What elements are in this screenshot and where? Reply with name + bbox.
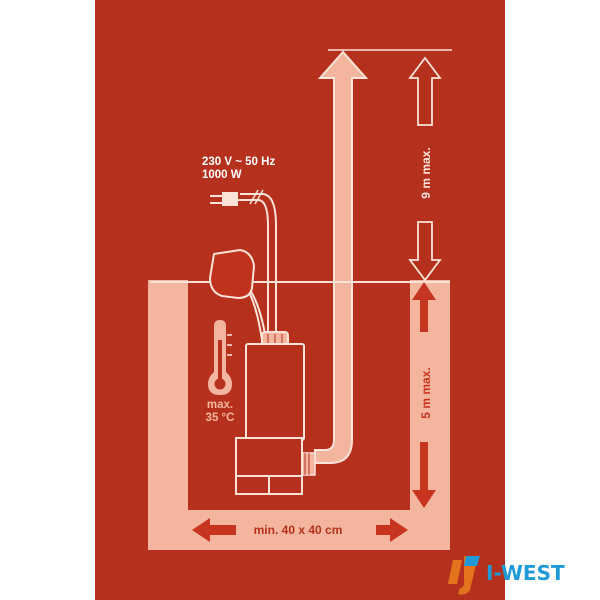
outlet-pipe [300, 50, 369, 476]
power-wattage-label: 1000 W [202, 169, 242, 181]
brand-logo: I-WEST [448, 556, 565, 595]
head-height-label: 9 m max. [419, 147, 433, 198]
temperature-max-label: max. [207, 399, 233, 411]
depth-dimension [412, 282, 436, 508]
pit-walls [148, 280, 450, 550]
logo-text: I-WEST [486, 561, 565, 585]
pit-size-label: min. 40 x 40 cm [254, 523, 343, 537]
depth-label: 5 m max. [419, 367, 433, 418]
pit-size-dimension [192, 518, 408, 542]
power-voltage-label: 230 V ~ 50 Hz [202, 156, 275, 168]
float-switch [208, 248, 267, 341]
thermometer-icon [208, 320, 232, 395]
power-cord [210, 189, 277, 338]
head-height-dimension [408, 56, 442, 282]
temperature-value-label: 35 °C [206, 412, 235, 424]
pump-body [235, 331, 305, 495]
